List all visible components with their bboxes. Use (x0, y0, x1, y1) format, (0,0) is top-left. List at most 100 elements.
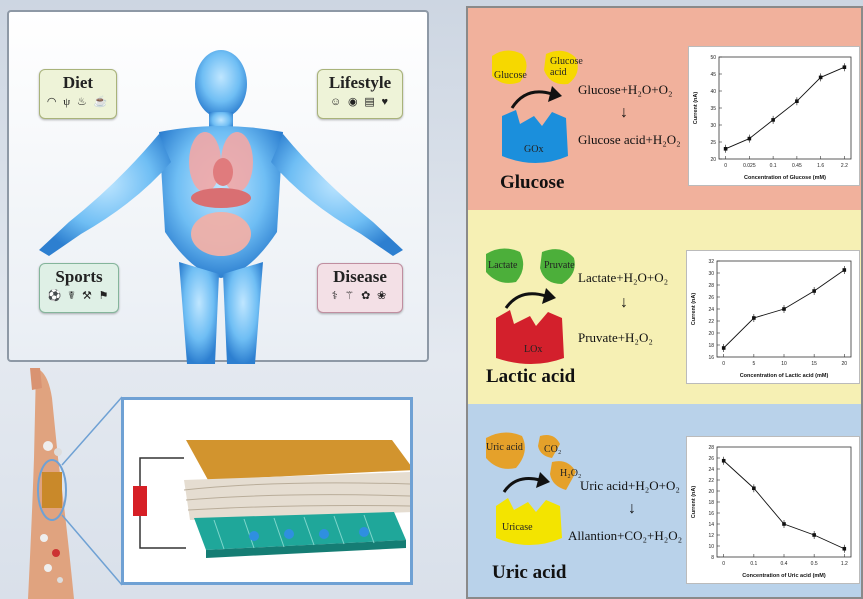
data-point (752, 316, 756, 320)
x-tick-label: 1.2 (841, 561, 848, 567)
y-tick-label: 20 (710, 157, 716, 163)
disease-icons: ⚕ ⚚ ✿ ❀ (331, 290, 389, 302)
plot-frame (718, 56, 852, 160)
x-tick-label: 0 (724, 163, 727, 169)
sports-label: Sports (55, 267, 103, 286)
lifestyle-icons: ☺ ◉ ▤ ♥ (329, 96, 390, 108)
x-tick-label: 0.45 (792, 163, 802, 169)
y-tick-label: 45 (710, 72, 716, 78)
glucose-equation-reactants: Glucose+H₂O+O₂ (578, 82, 673, 97)
y-tick-label: 28 (708, 445, 714, 451)
y-tick-label: 26 (708, 456, 714, 462)
sensor-device-panel (121, 397, 413, 585)
uric-product-co2: CO₂ (544, 444, 562, 455)
x-tick-label: 0 (722, 361, 725, 367)
y-tick-label: 35 (710, 106, 716, 112)
x-tick-label: 1.6 (817, 163, 824, 169)
y-axis-label: Current (nA) (691, 486, 697, 519)
y-tick-label: 8 (711, 555, 714, 561)
left-arm (39, 134, 171, 256)
x-tick-label: 0.1 (770, 163, 777, 169)
x-tick-label: 0 (722, 561, 725, 567)
glucose-product-label: Glucose acid (550, 56, 583, 78)
y-tick-label: 28 (708, 283, 714, 289)
y-tick-label: 20 (708, 331, 714, 337)
uric-substrate-label: Uric acid (486, 442, 523, 453)
diet-label: Diet (62, 73, 94, 92)
x-tick-label: 0.4 (781, 561, 788, 567)
sports-icons: ⚽ ☤ ⚒ ⚑ (47, 290, 111, 302)
lactic-section: Lactate Pruvate LOx Lactic acid Lactate+… (468, 210, 861, 404)
lactic-enzyme-label: LOx (524, 344, 543, 355)
y-tick-label: 40 (710, 89, 716, 95)
y-tick-label: 20 (708, 489, 714, 495)
lactic-substrate-label: Lactate (488, 260, 518, 271)
analyte-panel: Glucose Glucose acid GOx Glucose Glucose… (466, 6, 863, 599)
x-axis-label: Concentration of Lactic acid (mM) (740, 373, 829, 379)
head (195, 50, 247, 118)
data-point (752, 486, 756, 491)
data-point (812, 289, 816, 293)
y-tick-label: 16 (708, 511, 714, 517)
left-lung (189, 132, 221, 192)
lactic-enzyme-diagram (486, 248, 575, 364)
top-electrode (186, 440, 410, 480)
glucose-reaction-arrow: ↓ (620, 104, 628, 121)
sensor-stack-illustration (133, 440, 410, 558)
uric-title: Uric acid (492, 562, 567, 583)
lactic-reaction-arrow: ↓ (620, 294, 628, 311)
plot-frame (716, 446, 852, 558)
data-point (842, 546, 847, 551)
bottom-electrode (194, 512, 406, 550)
forearm-illustration (28, 368, 74, 599)
y-tick-label: 16 (708, 355, 714, 361)
resistor (133, 486, 147, 516)
data-point (721, 458, 726, 463)
x-tick-label: 5 (752, 361, 755, 367)
sensor-patch (42, 472, 62, 508)
lifestyle-tag: Lifestyle ☺ ◉ ▤ ♥ (317, 69, 403, 119)
zoom-connector (61, 396, 123, 586)
glucose-section: Glucose Glucose acid GOx Glucose Glucose… (468, 8, 861, 210)
y-tick-label: 22 (708, 319, 714, 325)
lactic-equation-products: Pruvate+H₂O₂ (578, 330, 653, 345)
y-tick-label: 50 (710, 55, 716, 61)
series-line (725, 66, 845, 150)
y-tick-label: 12 (708, 533, 714, 539)
y-tick-label: 10 (708, 544, 714, 550)
y-tick-label: 24 (708, 307, 714, 313)
y-tick-label: 22 (708, 478, 714, 484)
diet-icons: ◠ ψ ♨ ☕ (46, 96, 110, 108)
right-leg (223, 262, 263, 364)
x-tick-label: 0.5 (811, 561, 818, 567)
data-point (842, 268, 847, 272)
glucose-title: Glucose (500, 172, 565, 193)
uric-equation-reactants: Uric acid+H₂O+O₂ (580, 478, 680, 493)
lifestyle-label: Lifestyle (328, 73, 392, 92)
x-tick-label: 20 (842, 361, 848, 367)
uric-enzyme-label: Uricase (502, 522, 533, 533)
x-tick-label: 2.2 (841, 163, 848, 169)
diet-tag: Diet ◠ ψ ♨ ☕ (39, 69, 117, 119)
data-point (795, 99, 799, 103)
y-tick-label: 18 (708, 343, 714, 349)
series-line (723, 460, 845, 550)
lactic-equation-reactants: Lactate+H₂O+O₂ (578, 270, 669, 285)
sports-tag: Sports ⚽ ☤ ⚒ ⚑ (39, 263, 119, 313)
data-point (782, 522, 786, 526)
data-point (723, 147, 728, 151)
y-tick-label: 30 (708, 271, 714, 277)
glucose-substrate-label: Glucose (494, 70, 527, 81)
lactic-title: Lactic acid (486, 366, 576, 387)
data-point (721, 346, 726, 350)
uric-product-h2o2: H₂O₂ (560, 468, 582, 479)
data-point (818, 75, 823, 80)
glucose-enzyme-label: GOx (524, 144, 544, 155)
heart (213, 158, 233, 186)
y-tick-label: 24 (708, 467, 714, 473)
x-axis-label: Concentration of Glucose (mM) (744, 175, 826, 181)
